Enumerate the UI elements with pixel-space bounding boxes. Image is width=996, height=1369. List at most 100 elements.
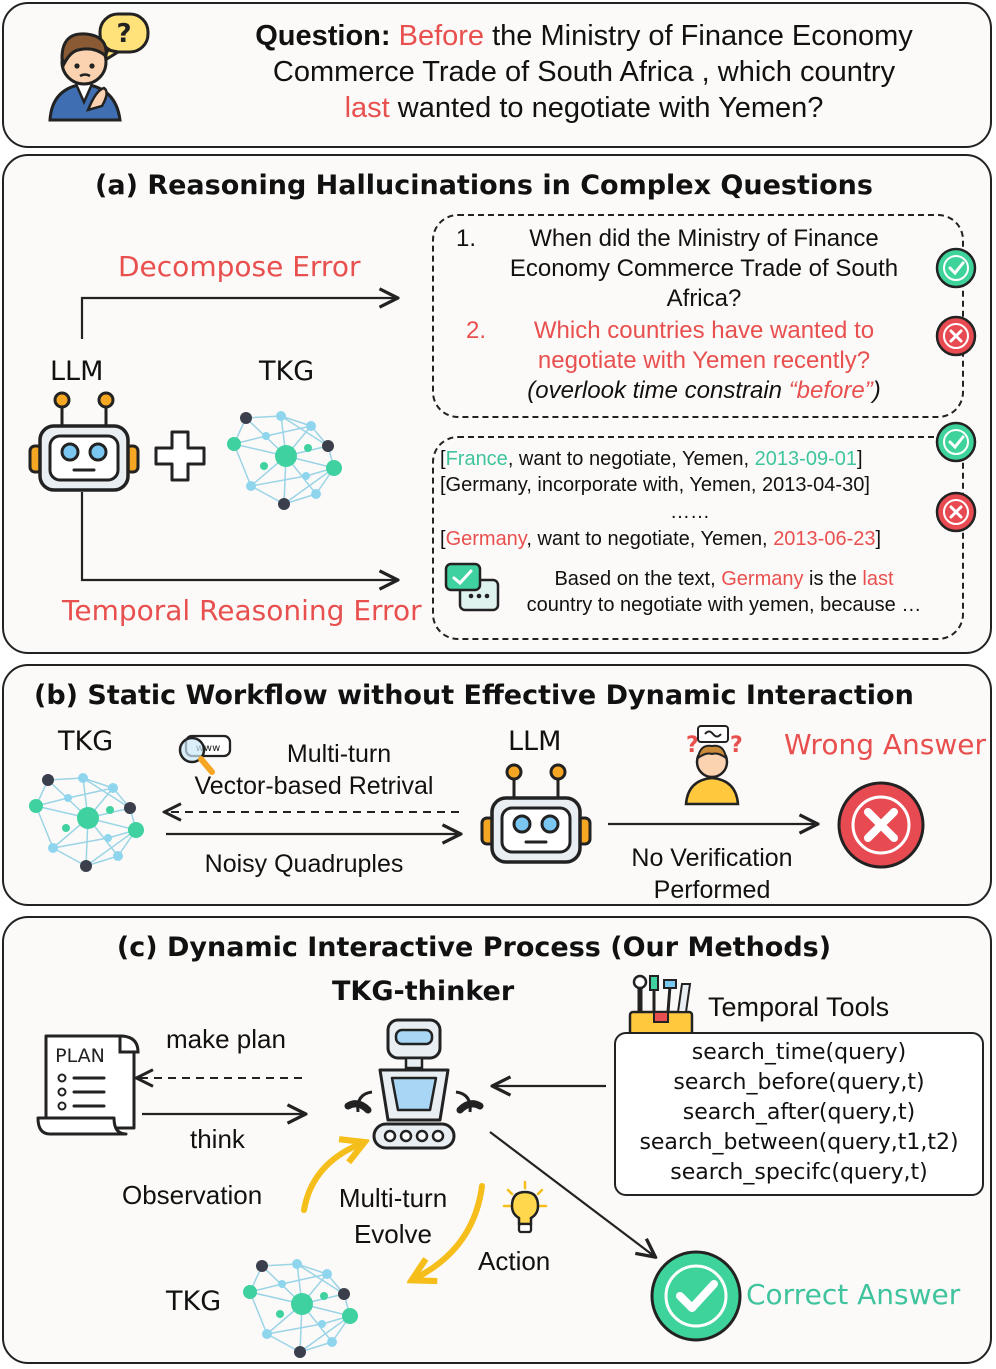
panel-c-title: (c) Dynamic Interactive Process (Our Met…: [116, 932, 832, 963]
panel-b-title: (b) Static Workflow without Effective Dy…: [34, 680, 914, 711]
panel-a-arrows: [80, 156, 444, 656]
step1-number: 1.: [456, 225, 477, 252]
retrieval-label: Multi-turn Vector-based Retrival: [154, 738, 474, 802]
make-plan-label: make plan: [166, 1024, 286, 1054]
llm-label: LLM: [508, 726, 562, 757]
tool-search-before: search_before(query,t): [673, 1070, 925, 1095]
q1a: [: [440, 448, 446, 470]
svg-text:?: ?: [730, 733, 743, 758]
llm-label: LLM: [50, 356, 104, 387]
question-panel: ? Question: Before the Ministry of Finan…: [2, 2, 992, 148]
wrong-answer-label: Wrong Answer: [784, 728, 987, 761]
multiturn-evolve-label: Multi-turn Evolve: [310, 1180, 476, 1252]
tool-search-between: search_between(query,t1,t2): [639, 1130, 959, 1155]
retrieval-line1: Multi-turn: [286, 740, 392, 768]
retrieval-line2: Vector-based Retrival: [194, 772, 434, 800]
q1e: ]: [856, 448, 863, 470]
tools-title: Temporal Tools: [708, 992, 890, 1022]
question-line1: the Ministry of Finance Economy: [484, 20, 913, 52]
panel-b-arrows: [4, 666, 994, 908]
check-icon: [935, 421, 977, 463]
multiturn-line1: Multi-turn: [338, 1183, 448, 1213]
observation-label: Observation: [122, 1180, 263, 1210]
answer-last: last: [862, 568, 894, 590]
correct-answer-icon: [650, 1250, 742, 1342]
quad-row-3: [Germany, want to negotiate, Yemen, 2013…: [440, 526, 960, 552]
question-last-word: last: [344, 92, 390, 124]
tool-search-after: search_after(query,t): [682, 1100, 916, 1125]
thinking-person-icon: ?: [48, 12, 150, 122]
question-line3: wanted to negotiate with Yemen?: [389, 92, 824, 124]
panel-c-arrows: [4, 918, 994, 1366]
q1c: , want to negotiate, Yemen,: [507, 448, 755, 470]
step2-text: Which countries have wanted to negotiate…: [484, 316, 924, 376]
note-before: “before”: [788, 377, 873, 404]
plan-scroll-icon: PLAN: [36, 1034, 140, 1136]
wrong-answer-icon: [837, 781, 925, 869]
q3a: [: [440, 528, 446, 550]
plan-label: PLAN: [55, 1045, 105, 1067]
answer-line2: country to negotiate with yemen, because…: [526, 594, 922, 616]
note-close: ): [872, 377, 881, 404]
tkg-graph-icon: [226, 410, 343, 510]
chat-bubbles-icon: [444, 562, 500, 612]
step1-line2: Economy Commerce Trade of South: [509, 255, 899, 282]
decompose-steps-box: [432, 214, 964, 418]
web-search-icon: www: [178, 734, 232, 775]
q3-entity: Germany: [445, 528, 527, 550]
correct-answer-label: Correct Answer: [746, 1278, 961, 1311]
step1-line1: When did the Ministry of Finance: [529, 225, 879, 252]
step2-line1: Which countries have wanted to: [533, 317, 875, 344]
llm-robot-icon: [480, 763, 592, 864]
question-label: Question:: [255, 20, 391, 52]
question-text: Question: Before the Ministry of Finance…: [204, 18, 964, 126]
tool-search-time: search_time(query): [691, 1040, 907, 1065]
answer-entity: Germany: [721, 568, 804, 590]
no-verification-label: No Verification Performed: [584, 842, 840, 906]
q3e: ]: [875, 528, 882, 550]
no-verification-line1: No Verification: [631, 844, 793, 872]
tool-search-specific: search_specifc(query,t): [670, 1160, 928, 1185]
quad-ellipsis: ……: [670, 501, 710, 523]
lightbulb-icon: [502, 1180, 548, 1234]
q1-entity: France: [445, 448, 508, 470]
cross-icon: [935, 491, 977, 533]
q3-date: 2013-06-23: [773, 528, 876, 550]
question-before-word: Before: [398, 20, 485, 52]
step1-text: When did the Ministry of Finance Economy…: [484, 224, 924, 314]
multiturn-line2: Evolve: [353, 1219, 433, 1249]
decompose-error-label: Decompose Error: [118, 250, 361, 283]
q3c: , want to negotiate, Yemen,: [526, 528, 774, 550]
question-line2: Commerce Trade of South Africa , which c…: [272, 56, 896, 88]
q1-date: 2013-09-01: [754, 448, 857, 470]
panel-b: (b) Static Workflow without Effective Dy…: [2, 664, 992, 906]
svg-text:?: ?: [686, 733, 699, 758]
panel-a: (a) Reasoning Hallucinations in Complex …: [2, 154, 992, 654]
think-label: think: [190, 1124, 245, 1154]
quad-row-2: [Germany, incorporate with, Yemen, 2013-…: [440, 474, 870, 496]
step2-number: 2.: [466, 317, 487, 344]
quad-row-1: [France, want to negotiate, Yemen, 2013-…: [440, 446, 960, 472]
tkg-graph-icon: [242, 1258, 359, 1358]
plus-icon: [154, 430, 206, 482]
step2-note: (overlook time constrain “before”): [484, 376, 924, 406]
noisy-quadruples-label: Noisy Quadruples: [204, 850, 404, 878]
temporal-evidence-box: [432, 436, 964, 640]
tkg-label: TKG: [259, 356, 315, 387]
confused-person-icon: ? ?: [684, 725, 743, 806]
no-verification-line2: Performed: [653, 876, 771, 904]
tkg-thinker-robot-icon: [344, 1018, 484, 1150]
tkg-label: TKG: [166, 1286, 222, 1317]
quadruples: [France, want to negotiate, Yemen, 2013-…: [440, 446, 960, 552]
action-label: Action: [478, 1246, 551, 1276]
svg-text:?: ?: [116, 19, 131, 49]
llm-robot-icon: [28, 391, 140, 492]
agent-name: TKG-thinker: [332, 976, 515, 1007]
step2-line2: negotiate with Yemen recently?: [537, 347, 871, 374]
tkg-label: TKG: [58, 726, 114, 757]
temporal-error-label: Temporal Reasoning Error: [62, 594, 422, 627]
note-text: (overlook time constrain: [527, 377, 789, 404]
answer-part-c: is the: [803, 568, 863, 590]
step1-line3: Africa?: [666, 285, 742, 312]
www-text: www: [196, 743, 221, 754]
